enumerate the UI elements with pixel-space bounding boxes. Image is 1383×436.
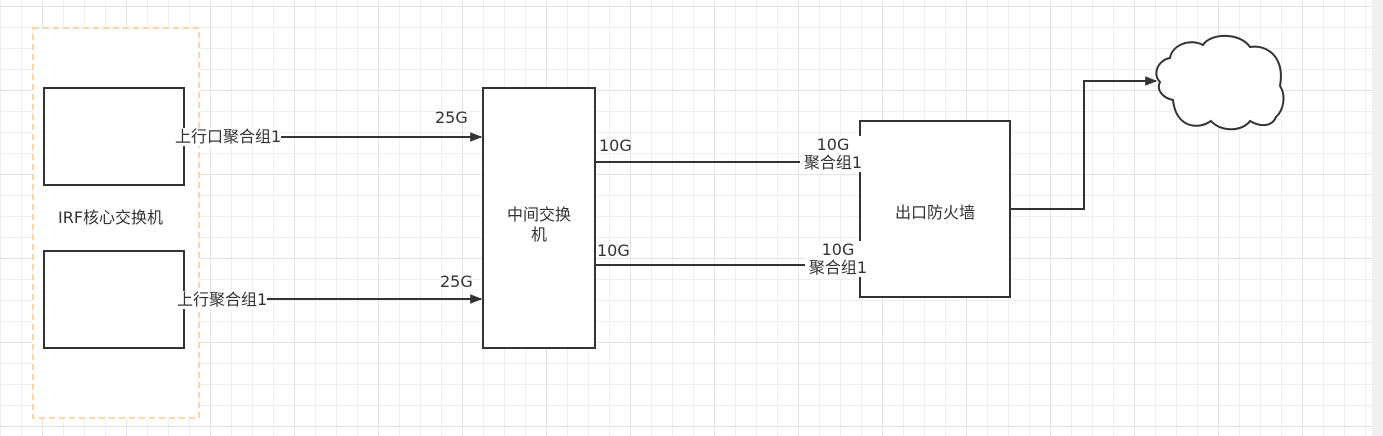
internet-cloud[interactable] xyxy=(1155,34,1285,131)
edge-fw-to-internet[interactable] xyxy=(1010,76,1158,210)
middle-switch-label-line1: 中间交换 xyxy=(506,205,571,224)
middle-switch[interactable] xyxy=(482,87,596,349)
uplink-1-source-label: 上行口聚合组1 xyxy=(175,127,282,146)
middle-switch-label: 中间交换 机 xyxy=(483,205,595,245)
firewall-label: 出口防火墙 xyxy=(894,203,975,222)
fw-link-1-source-label: 10G xyxy=(599,136,632,155)
core-switch-2[interactable] xyxy=(43,250,185,349)
uplink-2-source-label: 上行聚合组1 xyxy=(177,290,268,309)
vertical-scrollbar[interactable] xyxy=(1372,0,1383,436)
core-switch-1[interactable] xyxy=(43,87,185,186)
fw-link-2-target-label-line1: 10G xyxy=(821,240,855,259)
uplink-2-target-label: 25G xyxy=(440,272,473,291)
fw-link-1-target-label-line2: 聚合组1 xyxy=(803,153,863,172)
fw-link-2-target-label: 10G 聚合组1 xyxy=(805,241,871,277)
middle-switch-label-line2: 机 xyxy=(530,225,547,244)
uplink-1-target-label: 25G xyxy=(435,108,468,127)
irf-group-label: IRF核心交换机 xyxy=(58,208,164,227)
firewall[interactable] xyxy=(859,120,1011,298)
fw-link-2-source-label: 10G xyxy=(597,241,630,260)
fw-link-2-target-label-line2: 聚合组1 xyxy=(808,258,868,277)
fw-link-1-target-label: 10G 聚合组1 xyxy=(800,136,866,172)
fw-link-1-target-label-line1: 10G xyxy=(816,135,850,154)
